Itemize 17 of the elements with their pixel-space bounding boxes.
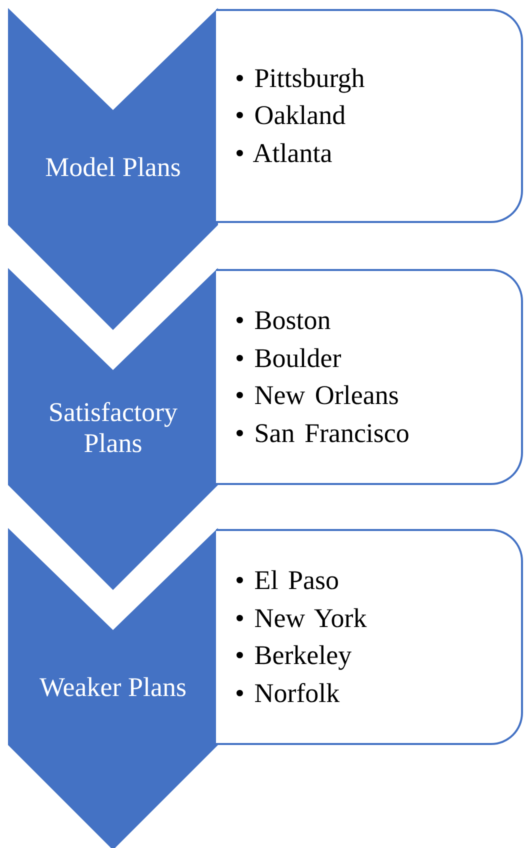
stage-label: Weaker Plans — [38, 672, 188, 703]
list-box — [216, 9, 523, 223]
list-item: • Pittsburgh — [235, 62, 365, 95]
list-item: • Oakland — [235, 99, 347, 132]
list-item: • Berkeley — [235, 639, 353, 672]
list-item: • Norfolk — [235, 676, 341, 710]
list-box — [216, 529, 523, 745]
list-item: • El Paso — [235, 564, 340, 597]
list-item: • New York — [235, 602, 367, 634]
stage-label: Model Plans — [44, 152, 182, 183]
stage-label: Satisfactory Plans — [48, 396, 178, 458]
list-box — [216, 269, 523, 485]
list-item: • New Orleans — [235, 379, 400, 412]
list-item: • Atlanta — [235, 136, 334, 170]
list-item: • Boulder — [235, 342, 342, 374]
list-item: • Boston — [235, 304, 332, 337]
list-item: • San Francisco — [235, 416, 410, 450]
